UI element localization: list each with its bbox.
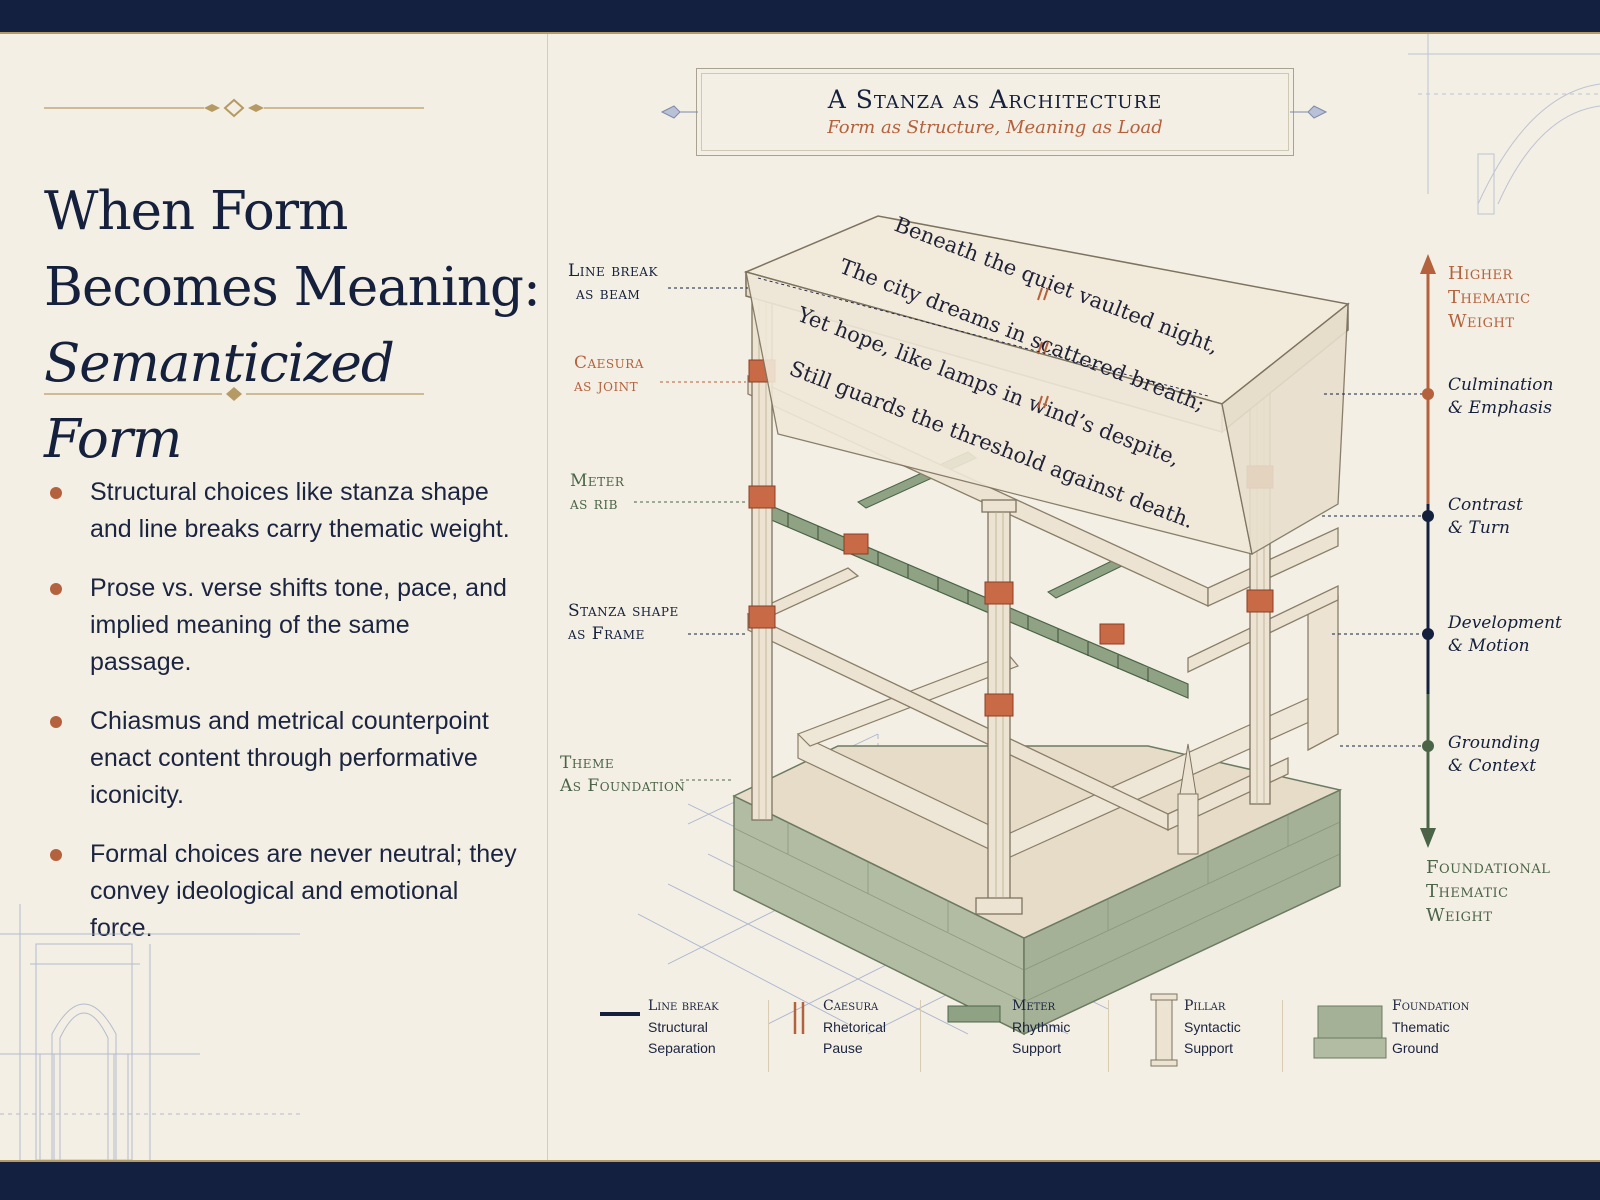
axis-top-label: Higher Thematic Weight	[1448, 262, 1531, 334]
bottom-border-band	[0, 1160, 1600, 1200]
axis-level-text: Culmination	[1448, 375, 1554, 395]
callout-meter-role: as rib	[570, 494, 618, 514]
axis-level-text: & Motion	[1448, 636, 1530, 656]
callout-line-break-role: as beam	[576, 284, 641, 304]
callout-stanza-shape: Stanza shape as Frame	[568, 600, 679, 646]
legend-icons	[600, 993, 1387, 1067]
legend-desc: Pause	[823, 1040, 863, 1056]
callout-stanza-shape-term: Stanza shape	[568, 601, 679, 621]
legend-desc: Rhetorical	[823, 1019, 887, 1035]
callout-stanza-shape-role: as Frame	[568, 624, 645, 644]
callout-theme-role: As Foundation	[560, 776, 686, 796]
callout-caesura-term: Caesura	[574, 353, 644, 373]
legend-desc: Thematic	[1392, 1019, 1450, 1035]
roof-slab	[743, 215, 1350, 556]
legend-desc: Ground	[1392, 1040, 1439, 1056]
axis-level-grounding: Grounding & Context	[1448, 732, 1540, 778]
page-title: When Form Becomes Meaning: Semanticized …	[44, 174, 544, 478]
axis-bottom-label-line: Foundational	[1426, 857, 1551, 878]
bullet-dot-icon	[50, 716, 62, 728]
legend-item-line-break: Line break Structural Separation	[648, 996, 719, 1059]
title-line-1: When Form	[44, 181, 348, 242]
callout-theme-term: Theme	[560, 753, 615, 773]
title-flourish-right-icon	[1290, 105, 1328, 119]
diagram-subtitle: Form as Structure, Meaning as Load	[827, 117, 1163, 138]
bullet-list: Structural choices like stanza shape and…	[48, 474, 518, 969]
top-border-band	[0, 0, 1600, 34]
corner-sketch-icon	[1408, 34, 1600, 215]
legend-separator	[1108, 1000, 1109, 1072]
legend-term: Foundation	[1392, 998, 1470, 1014]
legend-desc: Syntactic	[1184, 1019, 1241, 1035]
left-panel: When Form Becomes Meaning: Semanticized …	[0, 34, 547, 1160]
legend-separator	[920, 1000, 921, 1072]
axis-top-label-line: Thematic	[1448, 287, 1531, 308]
axis-level-development: Development & Motion	[1448, 612, 1562, 658]
callout-caesura: Caesura as joint	[574, 352, 644, 398]
bullet-text: Structural choices like stanza shape and…	[90, 478, 510, 543]
callout-meter: Meter as rib	[570, 470, 624, 516]
diagram-title: A Stanza as Architecture	[827, 85, 1163, 114]
bullet-item: Structural choices like stanza shape and…	[48, 474, 518, 548]
axis-level-text: Grounding	[1448, 733, 1540, 753]
axis-level-text: Contrast	[1448, 495, 1523, 515]
callout-line-break: Line break as beam	[568, 260, 658, 306]
callout-leaders	[634, 287, 748, 781]
bullet-text: Formal choices are never neutral; they c…	[90, 840, 517, 942]
legend-desc: Rhythmic	[1012, 1019, 1071, 1035]
legend-separator	[1282, 1000, 1283, 1072]
legend-separator	[768, 1000, 769, 1072]
legend-term: Meter	[1012, 998, 1056, 1014]
legend: Line break Structural Separation Caesura…	[592, 996, 1552, 1086]
diagram-panel: A Stanza as Architecture Form as Structu…	[548, 34, 1600, 1160]
legend-term: Pillar	[1184, 998, 1226, 1014]
legend-term: Line break	[648, 998, 719, 1014]
axis-level-contrast: Contrast & Turn	[1448, 494, 1523, 540]
axis-bottom-label: Foundational Thematic Weight	[1426, 856, 1550, 928]
legend-item-meter: Meter Rhythmic Support	[1012, 996, 1070, 1059]
legend-desc: Separation	[648, 1040, 716, 1056]
axis-level-text: & Emphasis	[1448, 398, 1552, 418]
poem-overlay: Beneath the quiet vaulted night, The cit…	[757, 212, 1222, 533]
bullet-dot-icon	[50, 849, 62, 861]
axis-level-text: & Context	[1448, 756, 1537, 776]
bullet-item: Prose vs. verse shifts tone, pace, and i…	[48, 570, 518, 681]
callout-theme: Theme As Foundation	[560, 752, 685, 798]
bullet-text: Prose vs. verse shifts tone, pace, and i…	[90, 574, 507, 676]
callout-line-break-term: Line break	[568, 261, 658, 281]
axis-top-label-line: Higher	[1448, 263, 1513, 284]
callout-caesura-role: as joint	[574, 376, 639, 396]
diagram-title-box: A Stanza as Architecture Form as Structu…	[696, 68, 1294, 156]
thematic-weight-axis	[1420, 254, 1436, 848]
axis-level-culmination: Culmination & Emphasis	[1448, 374, 1554, 420]
legend-desc: Support	[1184, 1040, 1234, 1056]
legend-item-pillar: Pillar Syntactic Support	[1184, 996, 1241, 1059]
bullet-dot-icon	[50, 583, 62, 595]
title-flourish-left-icon	[660, 105, 698, 119]
axis-top-label-line: Weight	[1448, 311, 1515, 332]
axis-bottom-label-line: Weight	[1426, 905, 1493, 926]
bullet-item: Chiasmus and metrical counterpoint enact…	[48, 703, 518, 814]
axis-level-text: Development	[1448, 613, 1562, 633]
title-line-3: Semanticized Form	[44, 333, 395, 470]
panel-divider	[547, 34, 548, 1160]
title-line-2: Becomes Meaning:	[44, 257, 541, 318]
bullet-text: Chiasmus and metrical counterpoint enact…	[90, 707, 489, 809]
bullet-dot-icon	[50, 487, 62, 499]
title-underline-ornament	[44, 387, 424, 401]
arch-sketch-icon	[0, 904, 300, 1160]
top-ornament	[44, 98, 424, 118]
callout-meter-term: Meter	[570, 471, 625, 491]
stanza-architecture-illustration	[600, 34, 1600, 1067]
legend-item-foundation: Foundation Thematic Ground	[1392, 996, 1469, 1059]
legend-item-caesura: Caesura Rhetorical Pause	[823, 996, 886, 1059]
legend-desc: Support	[1012, 1040, 1062, 1056]
axis-leaders	[1322, 393, 1428, 747]
axis-level-text: & Turn	[1448, 518, 1510, 538]
bullet-item: Formal choices are never neutral; they c…	[48, 836, 518, 947]
legend-desc: Structural	[648, 1019, 708, 1035]
axis-bottom-label-line: Thematic	[1426, 881, 1509, 902]
legend-term: Caesura	[823, 998, 879, 1014]
spire-ornament	[1177, 743, 1199, 855]
